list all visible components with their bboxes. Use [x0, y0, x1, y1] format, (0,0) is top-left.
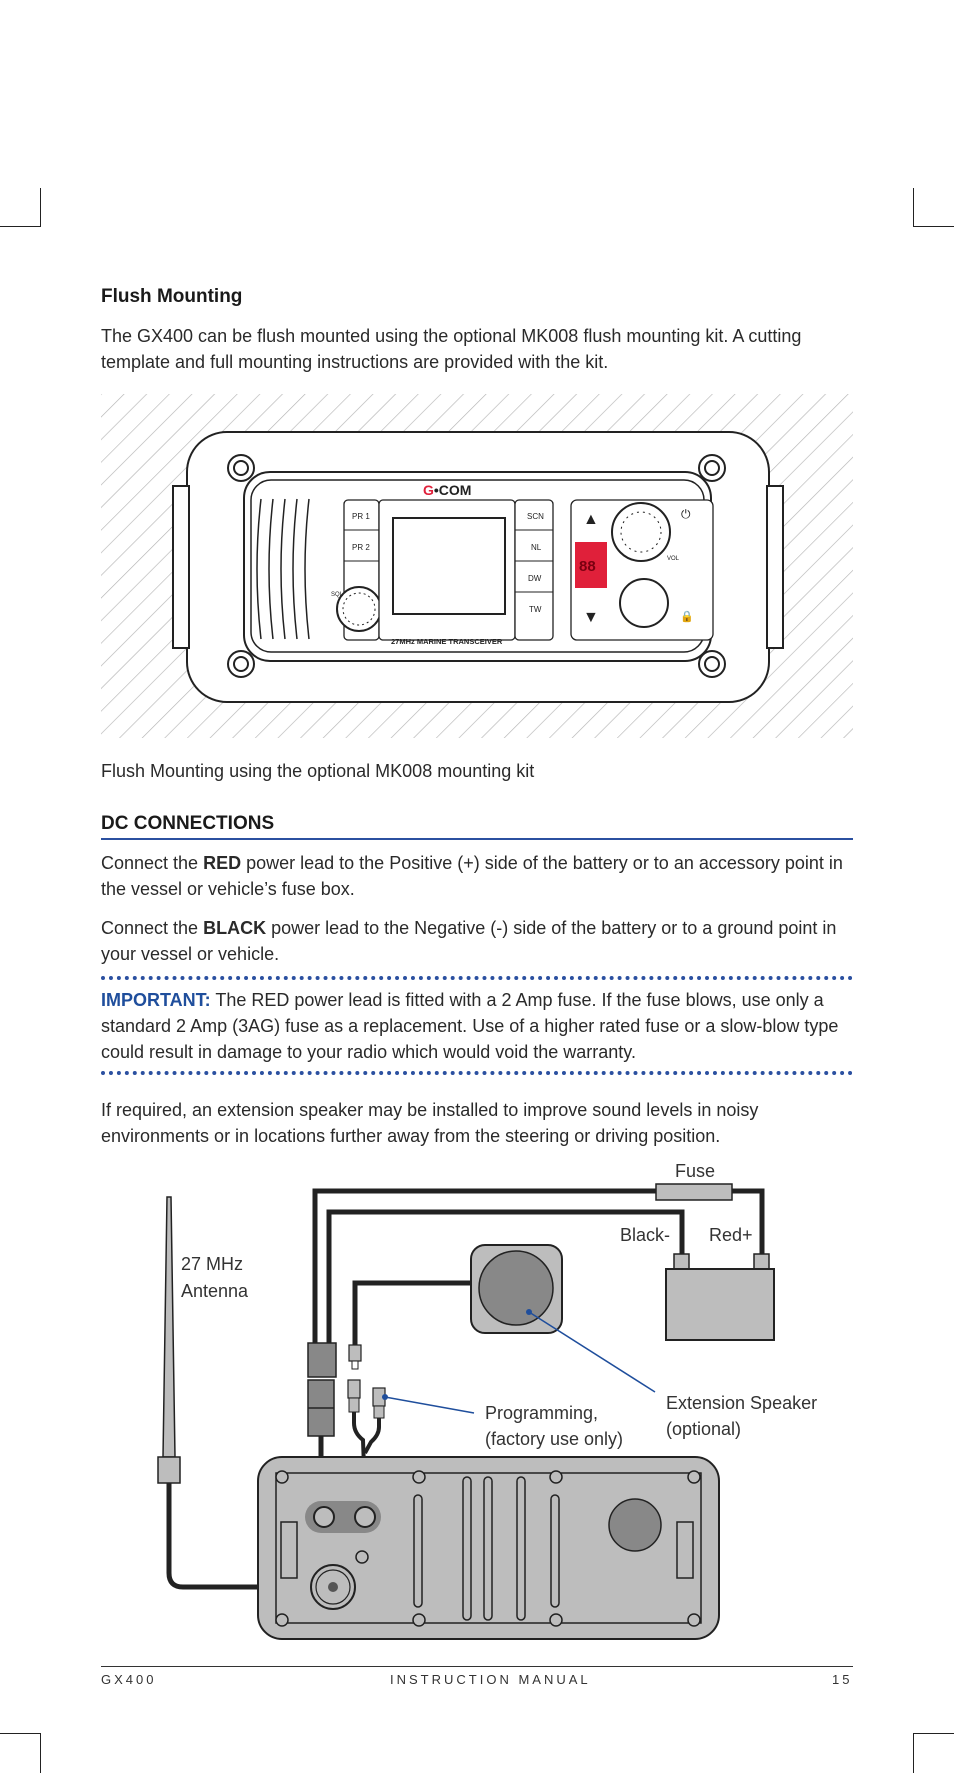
- programming-callout: [384, 1396, 475, 1414]
- button-tw-label: TW: [529, 605, 542, 614]
- footer-model: GX400: [101, 1672, 157, 1687]
- crop-mark: [40, 188, 41, 227]
- sql-label: SQL: [331, 592, 344, 598]
- wiring-diagram: 27 MHz Antenna Fuse Black- Red+ Programm…: [157, 1161, 817, 1640]
- footer-title: INSTRUCTION MANUAL: [390, 1672, 591, 1687]
- channel-indicator: [575, 542, 607, 588]
- power-icon: ⏻: [681, 507, 691, 521]
- speaker-callout: [528, 1311, 656, 1393]
- down-arrow-icon: ▼: [583, 609, 599, 626]
- extension-speaker-paragraph: If required, an extension speaker may be…: [101, 1100, 759, 1146]
- black-terminal-label: Black-: [620, 1225, 670, 1245]
- button-nl-label: NL: [531, 543, 542, 552]
- black-power-wire: [326, 1209, 685, 1345]
- crop-mark: [913, 1733, 914, 1773]
- programming-label-line1: Programming,: [485, 1403, 598, 1423]
- screw-icon: [227, 454, 726, 678]
- fuse-label: Fuse: [675, 1161, 715, 1181]
- button-pr1-label: PR 1: [352, 512, 370, 521]
- footer-page-number: 15: [832, 1672, 853, 1687]
- speaker-grille: [256, 498, 310, 640]
- flush-mount-figure: PR 1 PR 2 SQL G•COM SCN NL DW TW ▲ 88 ▼ …: [101, 394, 853, 738]
- crop-mark: [0, 226, 40, 227]
- rear-speaker-port-icon: [608, 1498, 662, 1552]
- section-heading-flush-mounting: Flush Mounting: [101, 286, 243, 307]
- speaker-wire: [352, 1280, 471, 1345]
- power-connector: [307, 1342, 337, 1378]
- flush-mounting-paragraph: The GX400 can be flush mounted using the…: [101, 326, 802, 372]
- volume-knob-icon: [611, 502, 671, 562]
- important-top-divider: [101, 976, 853, 980]
- channel-display: 88: [579, 558, 596, 575]
- button-dw-label: DW: [528, 574, 542, 583]
- speaker-label-line2: (optional): [666, 1419, 741, 1439]
- model-label: 27MHz MARINE TRANSCEIVER: [391, 637, 503, 646]
- sql-knob-icon: [336, 586, 382, 632]
- red-terminal-label: Red+: [709, 1225, 753, 1245]
- crop-mark: [914, 1733, 954, 1734]
- mounting-hole-icon: [275, 1470, 701, 1627]
- red-power-wire: [312, 1188, 656, 1345]
- cooling-fins: [413, 1476, 560, 1621]
- footer-rule: [101, 1666, 853, 1667]
- vol-label: VOL: [667, 556, 680, 562]
- battery-terminal: [753, 1253, 770, 1270]
- battery-icon: [665, 1268, 775, 1341]
- red-lead-paragraph: Connect the RED power lead to the Positi…: [101, 853, 843, 899]
- heading-underline: [101, 838, 853, 840]
- antenna-icon: [162, 1196, 176, 1458]
- section-heading-dc-connections: DC CONNECTIONS: [101, 813, 275, 834]
- fuse-icon: [655, 1183, 733, 1201]
- brand-logo: G•COM: [423, 482, 471, 498]
- button-scn-label: SCN: [527, 512, 544, 521]
- crop-mark: [913, 188, 914, 227]
- important-notice: IMPORTANT: The RED power lead is fitted …: [101, 990, 839, 1062]
- crop-mark: [0, 1733, 40, 1734]
- up-arrow-icon: ▲: [583, 511, 599, 528]
- battery-terminal: [673, 1253, 690, 1270]
- programming-label-line2: (factory use only): [485, 1429, 623, 1449]
- important-label: IMPORTANT:: [101, 990, 211, 1010]
- antenna-label-line2: Antenna: [181, 1281, 249, 1301]
- lock-icon: 🔒: [680, 610, 694, 623]
- crop-mark: [40, 1733, 41, 1773]
- important-bottom-divider: [101, 1071, 853, 1075]
- crop-mark: [914, 226, 954, 227]
- button-pr2-label: PR 2: [352, 543, 370, 552]
- antenna-label-line1: 27 MHz: [181, 1254, 243, 1274]
- black-lead-paragraph: Connect the BLACK power lead to the Nega…: [101, 918, 837, 964]
- speaker-label-line1: Extension Speaker: [666, 1393, 817, 1413]
- figure1-caption: Flush Mounting using the optional MK008 …: [101, 761, 535, 781]
- ptt-button-icon: [619, 578, 669, 628]
